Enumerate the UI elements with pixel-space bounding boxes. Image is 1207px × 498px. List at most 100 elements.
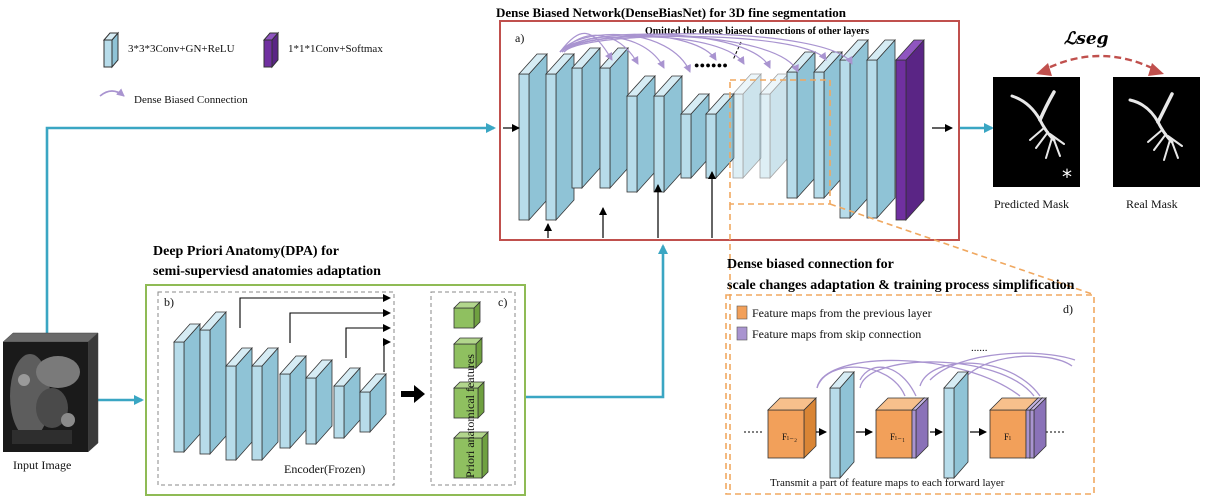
feature-cube-l-2 [767, 397, 817, 459]
omitted-pointer [732, 41, 742, 61]
dpa-title-line1: Deep Priori Anatomy(DPA) for [153, 244, 339, 259]
dbn-conv-layer [866, 38, 896, 220]
dbn-dots: ● ● ● ● ● ● [694, 60, 727, 70]
dbc-panel [725, 294, 1095, 495]
dbc-title-line1: Dense biased connection for [727, 257, 894, 272]
dbn-conv-layer [545, 52, 575, 222]
predicted-vessel-icon [1010, 90, 1065, 159]
features-box [430, 291, 516, 486]
dbn-conv-layer [839, 38, 869, 220]
input-image-label: Input Image [13, 458, 71, 472]
skip-sliver [911, 397, 929, 459]
dbc-conv-layer [943, 370, 969, 480]
predicted-mask-label: Predicted Mask [994, 197, 1069, 211]
dense-arc [929, 352, 1076, 381]
dbc-ellipsis: ...... [971, 342, 988, 354]
encoder-layers [173, 310, 387, 462]
real-mask-image [1113, 77, 1200, 187]
feature-label-l-2: Fₗ₋₂ [782, 432, 797, 442]
legend-dense-label: Dense Biased Connection [134, 94, 248, 106]
feature-cube [453, 301, 481, 329]
dbn-conv-layer [626, 74, 656, 194]
loss-label: ℒseg [1064, 29, 1109, 49]
legend: 3*3*3Conv+GN+ReLU 1*1*1Conv+Softmax Dens… [99, 31, 383, 106]
dbn-zoom-region [729, 79, 831, 205]
feature-cube [453, 337, 483, 369]
dbn-dense-connections [559, 32, 853, 73]
encoder-conv-layer [173, 322, 201, 454]
encoder-skip-arrows [239, 294, 391, 372]
legend-conv-label: 3*3*3Conv+GN+ReLU [128, 43, 235, 55]
dbc-dense-arcs [816, 352, 1076, 397]
dense-connection-arc [559, 32, 613, 61]
encoder-skip-arrow [383, 338, 391, 372]
encoder-conv-layer [333, 366, 361, 440]
dpa-injection-arrows [544, 171, 716, 238]
encoder-to-features-arrow [401, 385, 425, 403]
dense-connection-arc [559, 33, 853, 65]
feature-cube [453, 381, 485, 419]
input-to-dbn-arrow [45, 123, 496, 340]
dbn-conv-layer [680, 92, 710, 180]
legend-prev-swatch [736, 305, 748, 320]
dpa-title-line2: semi-superviesd anatomies adaptation [153, 264, 381, 279]
dbn-conv-layer [518, 52, 548, 222]
dbc-feature-blocks [744, 370, 1064, 480]
encoder-skip-arrow [289, 309, 391, 343]
encoder-conv-layer [279, 354, 307, 450]
dense-arc [816, 366, 906, 397]
dbn-conv-layer [786, 50, 816, 200]
real-vessel-icon [1128, 92, 1183, 161]
dbn-layers [518, 38, 925, 222]
dense-arc [919, 362, 1041, 397]
loss-arrowhead-left [1036, 63, 1052, 76]
dbn-softmax-layer [895, 38, 925, 222]
encoder-conv-layer [359, 372, 387, 434]
loss-arrowhead-right [1148, 63, 1164, 76]
zoom-connector-right [829, 203, 1093, 295]
feature-cube [453, 431, 489, 479]
dense-connection-arc [563, 35, 827, 61]
legend-skip-swatch [736, 326, 748, 341]
features-caption: Priori anatomical features [463, 354, 477, 478]
legend-skip-label: Feature maps from skip connection [752, 327, 921, 341]
encoder-box [157, 291, 395, 486]
skip-sliver [1029, 397, 1047, 459]
dbc-panel-label: d) [1063, 302, 1073, 316]
encoder-conv-layer [305, 358, 333, 446]
dbc-title-line2: scale changes adaptation & training proc… [727, 278, 1075, 293]
dbn-panel-label: a) [515, 31, 524, 45]
legend-softmax-swatch [262, 31, 280, 69]
features-panel-label: c) [498, 295, 507, 309]
real-mask: Real Mask [1113, 77, 1200, 211]
feature-label-l: Fₗ [1004, 432, 1011, 442]
dense-arc [859, 361, 1035, 397]
dbn-conv-layer [599, 46, 629, 190]
encoder-panel-label: b) [164, 295, 174, 309]
dbc-caption: Transmit a part of feature maps to each … [770, 477, 1005, 489]
loss-group: ℒseg [1036, 29, 1164, 76]
feature-label-l-1: Fₗ₋₁ [890, 432, 905, 442]
dense-arc [959, 355, 1073, 385]
dbn-title: Dense Biased Network(DenseBiasNet) for 3… [496, 5, 847, 20]
encoder-caption: Encoder(Frozen) [284, 462, 365, 476]
encoder-skip-arrow [345, 324, 391, 358]
loss-arrow [1039, 54, 1161, 74]
dbn-omitted-note: Omitted the dense biased connections of … [645, 26, 869, 37]
dbn-conv-layer [571, 46, 601, 190]
dbn-conv-layer [732, 72, 762, 180]
encoder-conv-layer [199, 310, 227, 456]
predicted-mask: * Predicted Mask [993, 77, 1080, 211]
predicted-mask-star: * [1062, 165, 1072, 189]
dbn-conv-layer [653, 74, 683, 194]
data-flow-arrows [45, 123, 994, 405]
dpa-panel [145, 284, 526, 496]
encoder-skip-arrow [239, 294, 391, 328]
input-image: Input Image [2, 332, 99, 472]
encoder-conv-layer [251, 346, 279, 462]
priori-feature-cubes [453, 301, 489, 479]
legend-conv-swatch [102, 31, 120, 69]
legend-softmax-label: 1*1*1Conv+Softmax [288, 43, 383, 55]
